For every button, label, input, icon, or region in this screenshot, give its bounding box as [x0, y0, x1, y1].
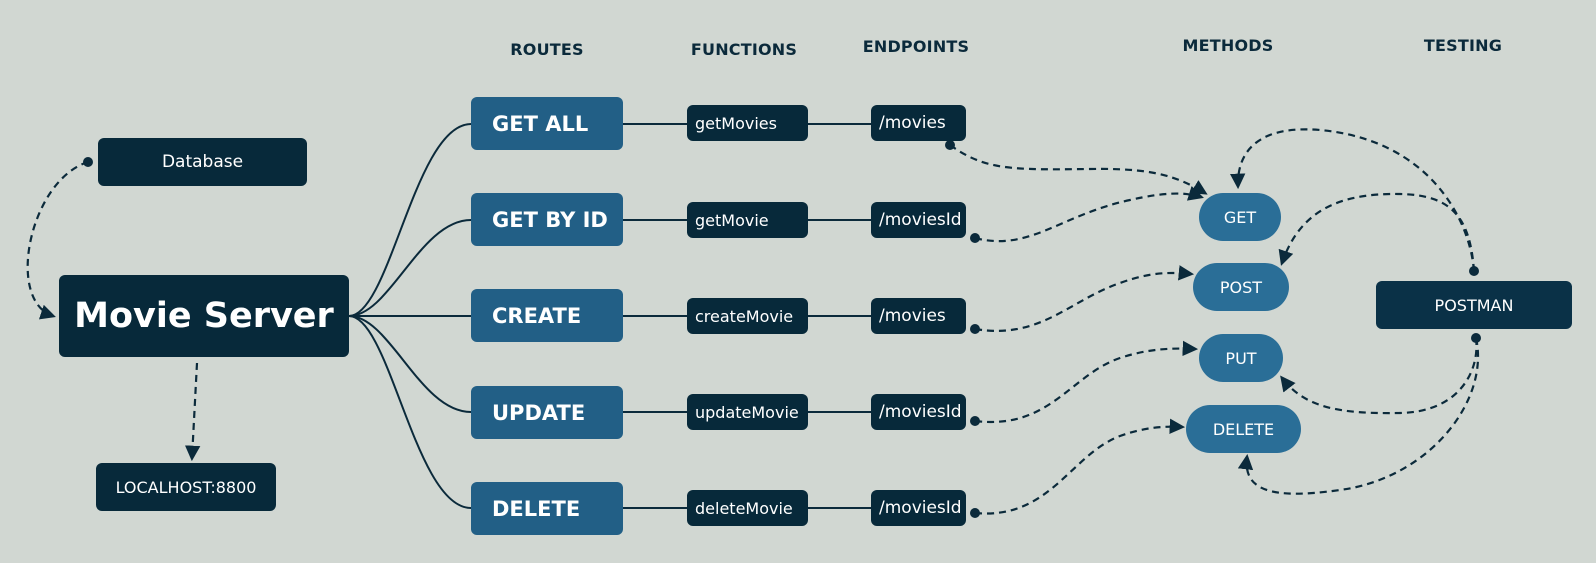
- route-label: CREATE: [492, 303, 582, 328]
- database-node: Database: [98, 138, 307, 186]
- endpoint-label: /movies: [879, 113, 946, 133]
- connector-get-by-id: [348, 219, 472, 317]
- route-delete: DELETE: [471, 482, 623, 535]
- server-to-localhost-link: [184, 362, 201, 462]
- endpoint-delete: /moviesId: [871, 490, 966, 526]
- route-update: UPDATE: [471, 386, 623, 439]
- endpoint-update-to-put: [974, 340, 1199, 424]
- endpoint-label: /moviesId: [879, 210, 962, 230]
- route-get-by-id: GET BY ID: [471, 193, 623, 246]
- endpoint-label: /moviesId: [879, 402, 962, 422]
- connector-delete: [348, 315, 472, 509]
- endpoint-create-to-post: [974, 265, 1195, 332]
- dashed-connectors: [26, 128, 1479, 515]
- method-label: DELETE: [1212, 419, 1275, 439]
- endpoint-label: /moviesId: [879, 498, 962, 518]
- connector-dots: [83, 140, 1481, 518]
- endpoint-get-by-id: /moviesId: [871, 202, 966, 238]
- function-label: getMovies: [695, 113, 777, 133]
- database-to-server-link: [26, 160, 89, 320]
- postman-label: POSTMAN: [1434, 295, 1514, 315]
- localhost-label: LOCALHOST:8800: [115, 477, 257, 497]
- function-label: getMovie: [695, 210, 769, 230]
- header-testing: TESTING: [1423, 36, 1503, 55]
- route-label: GET BY ID: [492, 207, 608, 232]
- connector-update: [348, 315, 472, 413]
- movie-server-label: Movie Server: [74, 296, 334, 336]
- route-label: DELETE: [492, 496, 581, 521]
- postman-to-delete: [1237, 337, 1479, 495]
- header-endpoints: ENDPOINTS: [862, 37, 970, 56]
- function-label: deleteMovie: [695, 498, 793, 518]
- endpoint-get-all-to-get: [949, 144, 1208, 195]
- function-create-movie: createMovie: [687, 298, 808, 334]
- route-label: GET ALL: [492, 111, 589, 136]
- postman-to-put: [1280, 337, 1478, 415]
- header-routes: ROUTES: [510, 40, 584, 59]
- route-get-all: GET ALL: [471, 97, 623, 150]
- header-functions: FUNCTIONS: [690, 40, 798, 59]
- function-label: createMovie: [695, 306, 794, 326]
- movie-server-node: Movie Server: [59, 275, 349, 357]
- function-update-movie: updateMovie: [687, 394, 808, 430]
- localhost-node: LOCALHOST:8800: [96, 463, 276, 511]
- route-label: UPDATE: [492, 400, 586, 425]
- row-links: [622, 123, 871, 509]
- endpoint-label: /movies: [879, 306, 946, 326]
- server-to-routes-connectors: [348, 123, 472, 509]
- route-create: CREATE: [471, 289, 623, 342]
- method-label: PUT: [1225, 348, 1257, 368]
- connector-get-all: [348, 123, 472, 317]
- method-label: POST: [1219, 277, 1263, 297]
- postman-to-get: [1229, 128, 1476, 272]
- endpoint-create: /movies: [871, 298, 966, 334]
- method-label: GET: [1223, 207, 1257, 227]
- method-get: GET: [1199, 193, 1281, 241]
- postman-to-post: [1278, 192, 1476, 272]
- header-methods: METHODS: [1182, 36, 1274, 55]
- endpoint-get-by-id-to-get: [974, 185, 1204, 243]
- database-label: Database: [161, 152, 244, 172]
- function-get-movie: getMovie: [687, 202, 808, 238]
- method-post: POST: [1193, 263, 1289, 311]
- function-label: updateMovie: [695, 402, 799, 422]
- postman-node: POSTMAN: [1376, 281, 1572, 329]
- function-delete-movie: deleteMovie: [687, 490, 808, 526]
- endpoint-delete-to-delete: [974, 418, 1186, 515]
- endpoint-update: /moviesId: [871, 394, 966, 430]
- method-put: PUT: [1199, 334, 1283, 382]
- method-delete: DELETE: [1186, 405, 1301, 453]
- endpoint-get-all: /movies: [871, 105, 966, 141]
- function-get-movies: getMovies: [687, 105, 808, 141]
